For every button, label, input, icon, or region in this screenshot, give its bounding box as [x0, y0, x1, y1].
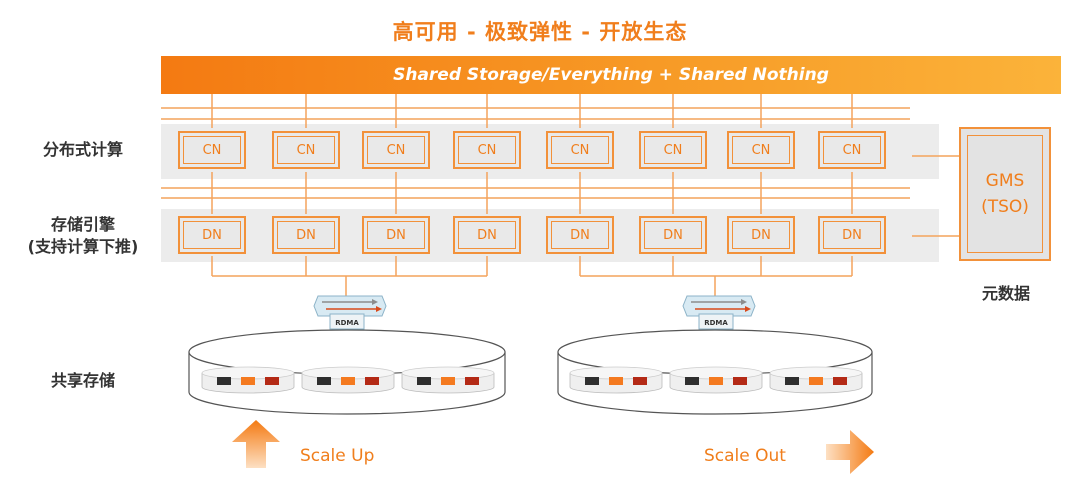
cn-node: CN	[639, 131, 707, 169]
scale-up-label: Scale Up	[300, 446, 375, 466]
disk-group	[769, 366, 863, 394]
disk-group	[301, 366, 395, 394]
storage-engine-label-line2: (支持计算下推)	[27, 237, 139, 256]
disk-group	[201, 366, 295, 394]
gms-label: GMS	[985, 171, 1025, 191]
dn-node: DN	[178, 216, 246, 254]
disk-group	[669, 366, 763, 394]
scale-out-label: Scale Out	[704, 446, 786, 466]
cn-node: CN	[727, 131, 795, 169]
dn-node: DN	[362, 216, 430, 254]
shared-storage-label: 共享存储	[50, 371, 115, 390]
cn-node: CN	[546, 131, 614, 169]
compute-layer-label: 分布式计算	[42, 140, 123, 159]
rdma-label: RDMA	[704, 319, 728, 327]
cn-node: CN	[272, 131, 340, 169]
gms-tso-box: GMS (TSO)	[959, 127, 1051, 261]
dn-node: DN	[453, 216, 521, 254]
scale-out-arrow-icon	[826, 430, 874, 474]
dn-node: DN	[727, 216, 795, 254]
dn-node: DN	[272, 216, 340, 254]
metadata-label: 元数据	[981, 284, 1030, 303]
architecture-banner: Shared Storage/Everything + Shared Nothi…	[161, 56, 1061, 94]
storage-engine-label-line1: 存储引擎	[50, 215, 115, 234]
dn-node: DN	[639, 216, 707, 254]
cn-node: CN	[362, 131, 430, 169]
scale-up-arrow-icon	[232, 420, 280, 468]
cn-node: CN	[453, 131, 521, 169]
storage-pool-left	[188, 329, 506, 415]
dn-node: DN	[818, 216, 886, 254]
disk-group	[569, 366, 663, 394]
storage-pool-right	[557, 329, 873, 415]
rdma-switch-left: RDMA	[313, 295, 387, 330]
cn-node: CN	[178, 131, 246, 169]
dn-node: DN	[546, 216, 614, 254]
cn-node: CN	[818, 131, 886, 169]
rdma-label: RDMA	[335, 319, 359, 327]
disk-group	[401, 366, 495, 394]
tso-label: (TSO)	[981, 197, 1029, 217]
rdma-switch-right: RDMA	[682, 295, 756, 330]
page-title: 高可用 - 极致弹性 - 开放生态	[392, 20, 688, 44]
